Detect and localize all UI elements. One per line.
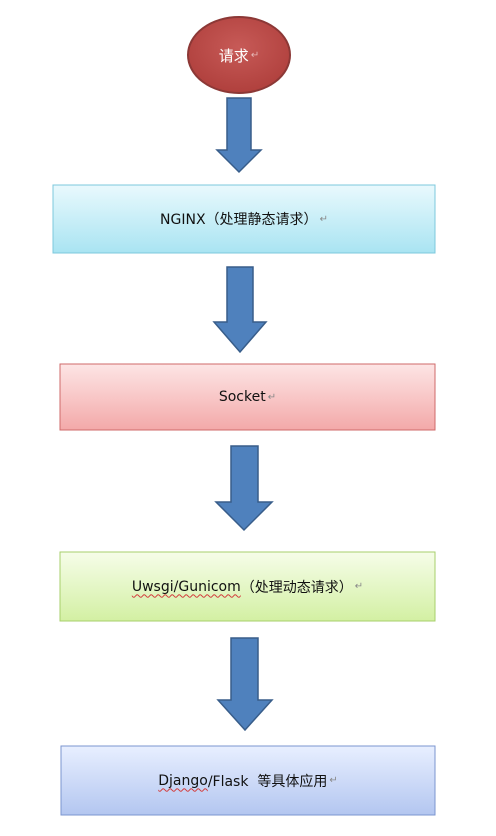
start-ellipse (187, 16, 291, 94)
uwsgi-text-rest: （处理动态请求） (240, 579, 353, 596)
down-arrow-1 (215, 97, 263, 174)
nginx-text: NGINX（处理静态请求） (160, 212, 318, 228)
django-text-rest: /Flask 等具体应用 (207, 773, 328, 790)
paragraph-mark-icon: ↵ (354, 581, 364, 592)
socket-box (59, 363, 436, 431)
start-label: 请求↵ (188, 17, 290, 93)
nginx-box (52, 184, 436, 254)
nginx-label: NGINX（处理静态请求）↵ (53, 185, 435, 253)
down-arrow-3 (214, 445, 274, 532)
socket-text: Socket (218, 389, 266, 405)
paragraph-mark-icon: ↵ (319, 213, 328, 225)
start-text: 请求 (218, 46, 249, 65)
django-box (60, 745, 436, 816)
uwsgi-text-underlined: Uwsgi/Gunicom (131, 578, 241, 595)
paragraph-mark-icon: ↵ (267, 391, 277, 403)
down-arrow-4 (216, 637, 274, 732)
django-text-underlined: Django (158, 772, 208, 789)
paragraph-mark-icon: ↵ (329, 775, 338, 786)
paragraph-mark-icon: ↵ (250, 49, 260, 61)
uwsgi-box (59, 551, 436, 622)
socket-label: Socket↵ (60, 364, 435, 430)
uwsgi-label: Uwsgi/Gunicom（处理动态请求）↵ (60, 552, 435, 621)
down-arrow-2 (212, 266, 268, 354)
django-label: Django/Flask 等具体应用↵ (61, 746, 435, 815)
